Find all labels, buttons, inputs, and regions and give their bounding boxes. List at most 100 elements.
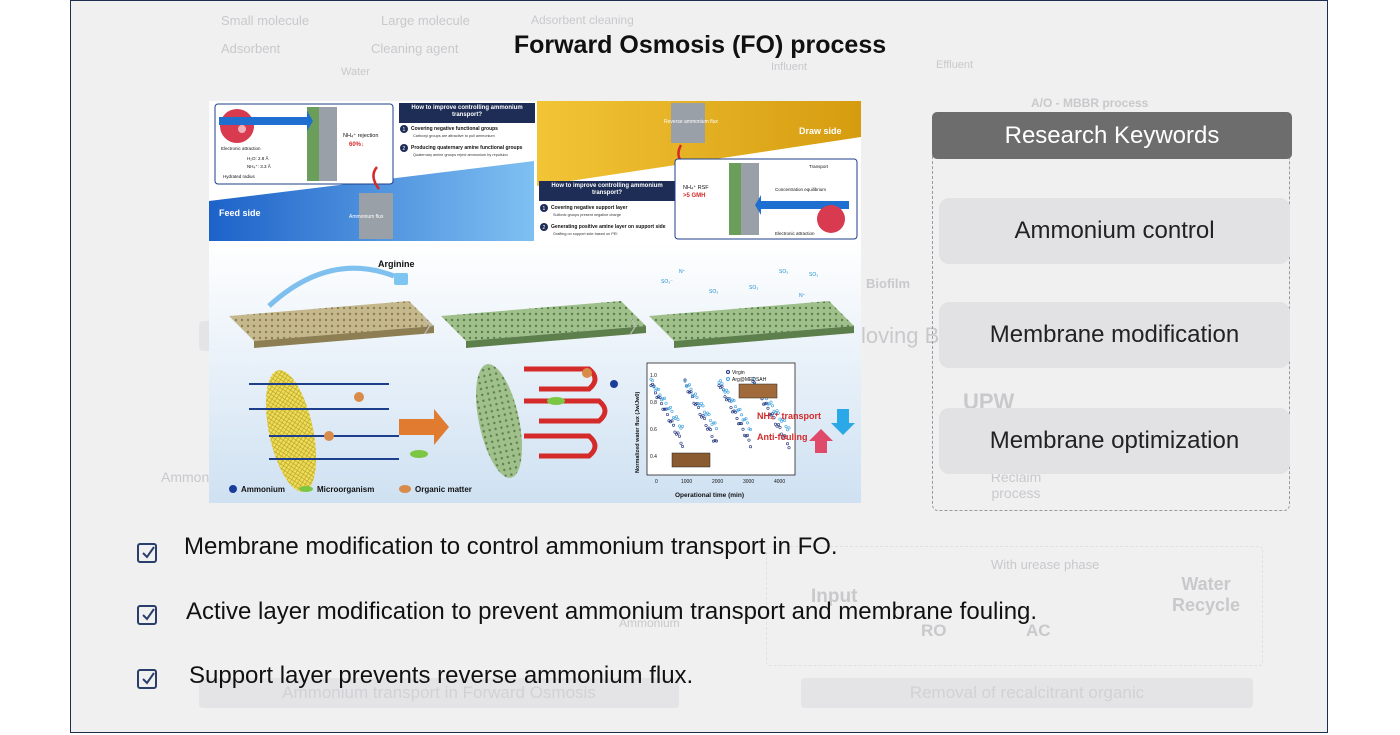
transport-label: Transport xyxy=(809,164,829,169)
keyword-membrane-optimization: Membrane optimization xyxy=(939,408,1290,474)
answer-3-sub: Sulfonic groups present negative charge xyxy=(553,213,621,217)
flux-data-point xyxy=(726,390,730,394)
flux-data-point xyxy=(742,433,746,437)
y-tick-2: 0.8 xyxy=(650,400,657,406)
svg-text:SO₃: SO₃ xyxy=(779,269,788,275)
bullet-2: Active layer modification to prevent amm… xyxy=(186,598,1038,625)
svg-text:1: 1 xyxy=(543,206,546,212)
flux-data-point xyxy=(702,416,706,420)
answer-2: Producing quaternary amine functional gr… xyxy=(411,145,523,151)
flux-data-point xyxy=(723,390,727,394)
bg-water-recycle: Water Recycle xyxy=(1171,574,1241,615)
bg-influent: Influent xyxy=(771,61,808,73)
rsf-value: >5 GMH xyxy=(683,193,706,199)
svg-text:SO₃⁻: SO₃⁻ xyxy=(661,279,673,285)
legend-organic-icon xyxy=(399,485,411,493)
svg-text:〉: 〉 xyxy=(423,317,441,337)
flux-data-point xyxy=(785,442,789,446)
legend-micro: Microorganism xyxy=(317,485,374,494)
legend-ammonium-icon xyxy=(229,485,237,493)
down-arrow-icon xyxy=(831,409,855,435)
bg-ro: RO xyxy=(921,621,947,640)
flux-data-point xyxy=(701,414,705,418)
flux-data-point xyxy=(684,384,688,388)
flux-plot: Virgin Arg@MEDSAH NH₄⁺ transport Anti-fo… xyxy=(635,362,855,499)
flux-data-point xyxy=(733,405,737,409)
flux-data-point xyxy=(676,418,680,422)
x-tick-0: 0 xyxy=(655,479,658,485)
flux-data-point xyxy=(769,400,773,404)
plot-legend-arg: Arg@MEDSAH xyxy=(732,377,767,383)
electronic-attraction-label: Electronic attraction xyxy=(221,146,261,151)
flux-data-point xyxy=(724,388,728,392)
flux-data-point xyxy=(693,392,697,396)
bg-large-molecule: Large molecule xyxy=(381,13,470,28)
svg-text:N⁺: N⁺ xyxy=(799,293,806,299)
flux-data-point xyxy=(744,417,748,421)
y-tick-0: 0.4 xyxy=(650,454,657,460)
flux-data-point xyxy=(701,404,705,408)
flux-data-point xyxy=(738,408,742,412)
flux-data-point xyxy=(713,421,717,425)
flux-data-point xyxy=(668,405,672,409)
flux-data-point xyxy=(707,412,711,416)
ammonium-ion-icon xyxy=(220,109,254,143)
conc-eq-label: Concentration equilibrium xyxy=(775,187,826,192)
y-tick-1: 0.6 xyxy=(650,427,657,433)
bg-caption-left: Ammonium transport in Forward Osmosis xyxy=(282,683,596,702)
flux-data-point xyxy=(662,396,666,400)
flux-data-point xyxy=(775,409,779,413)
legend-micro-icon xyxy=(299,486,313,492)
nh4-transport-label: NH₄⁺ transport xyxy=(757,411,821,421)
anti-fouling-label: Anti-fouling xyxy=(757,432,807,442)
svg-text:N⁺: N⁺ xyxy=(679,269,686,275)
flux-data-point xyxy=(726,397,730,401)
bg-caption-left-bar xyxy=(199,678,679,708)
flux-data-point xyxy=(665,407,669,411)
bg-caption-right: Removal of recalcitrant organic xyxy=(909,683,1145,702)
flux-data-point xyxy=(661,407,665,411)
draw-side-label: Draw side xyxy=(799,126,842,136)
flux-data-point xyxy=(784,435,788,439)
arginine-bottle-icon xyxy=(394,273,408,285)
flux-data-point xyxy=(748,445,752,449)
reverse-flux-label: Reverse ammonium flux xyxy=(664,119,718,125)
flux-data-point xyxy=(671,423,675,427)
question-header-2 xyxy=(539,181,675,201)
slide-frame: Small molecule Large molecule Adsorbent … xyxy=(70,0,1328,733)
flux-data-point xyxy=(670,419,674,423)
flux-data-point xyxy=(664,401,668,405)
flux-data-point xyxy=(679,426,683,430)
flux-data-point xyxy=(776,411,780,415)
svg-text:SO₃: SO₃ xyxy=(809,272,818,278)
support-layer-inset xyxy=(674,158,858,240)
flux-data-point xyxy=(735,417,739,421)
flux-data-point xyxy=(779,432,783,436)
flux-data-point xyxy=(766,406,770,410)
answer-2-sub: Quaternary amine groups reject ammonium … xyxy=(413,153,508,157)
svg-text:1: 1 xyxy=(403,127,406,133)
flux-data-point xyxy=(714,427,718,431)
flux-data-point xyxy=(713,439,717,443)
legend-ammonium: Ammonium xyxy=(241,485,285,494)
flux-data-point xyxy=(738,421,742,425)
flux-data-point xyxy=(711,421,715,425)
x-tick-1: 1000 xyxy=(681,479,692,485)
x-tick-3: 3000 xyxy=(743,479,754,485)
membrane-virgin xyxy=(229,301,434,341)
flux-data-point xyxy=(720,384,724,388)
flux-data-point xyxy=(662,407,666,411)
answer-4: Generating positive amine layer on suppo… xyxy=(551,224,666,230)
page-title: Forward Osmosis (FO) process xyxy=(513,31,887,59)
flux-data-point xyxy=(687,383,691,387)
flux-data-point xyxy=(687,390,691,394)
flux-data-point xyxy=(699,402,703,406)
flux-data-point xyxy=(677,434,681,438)
flux-data-point xyxy=(683,378,687,382)
virgin-membrane-disc xyxy=(265,370,317,492)
x-tick-4: 4000 xyxy=(774,479,785,485)
flux-data-point xyxy=(745,421,749,425)
flux-data-point xyxy=(690,393,694,397)
flux-data-point xyxy=(696,402,700,406)
flux-data-point xyxy=(696,405,700,409)
